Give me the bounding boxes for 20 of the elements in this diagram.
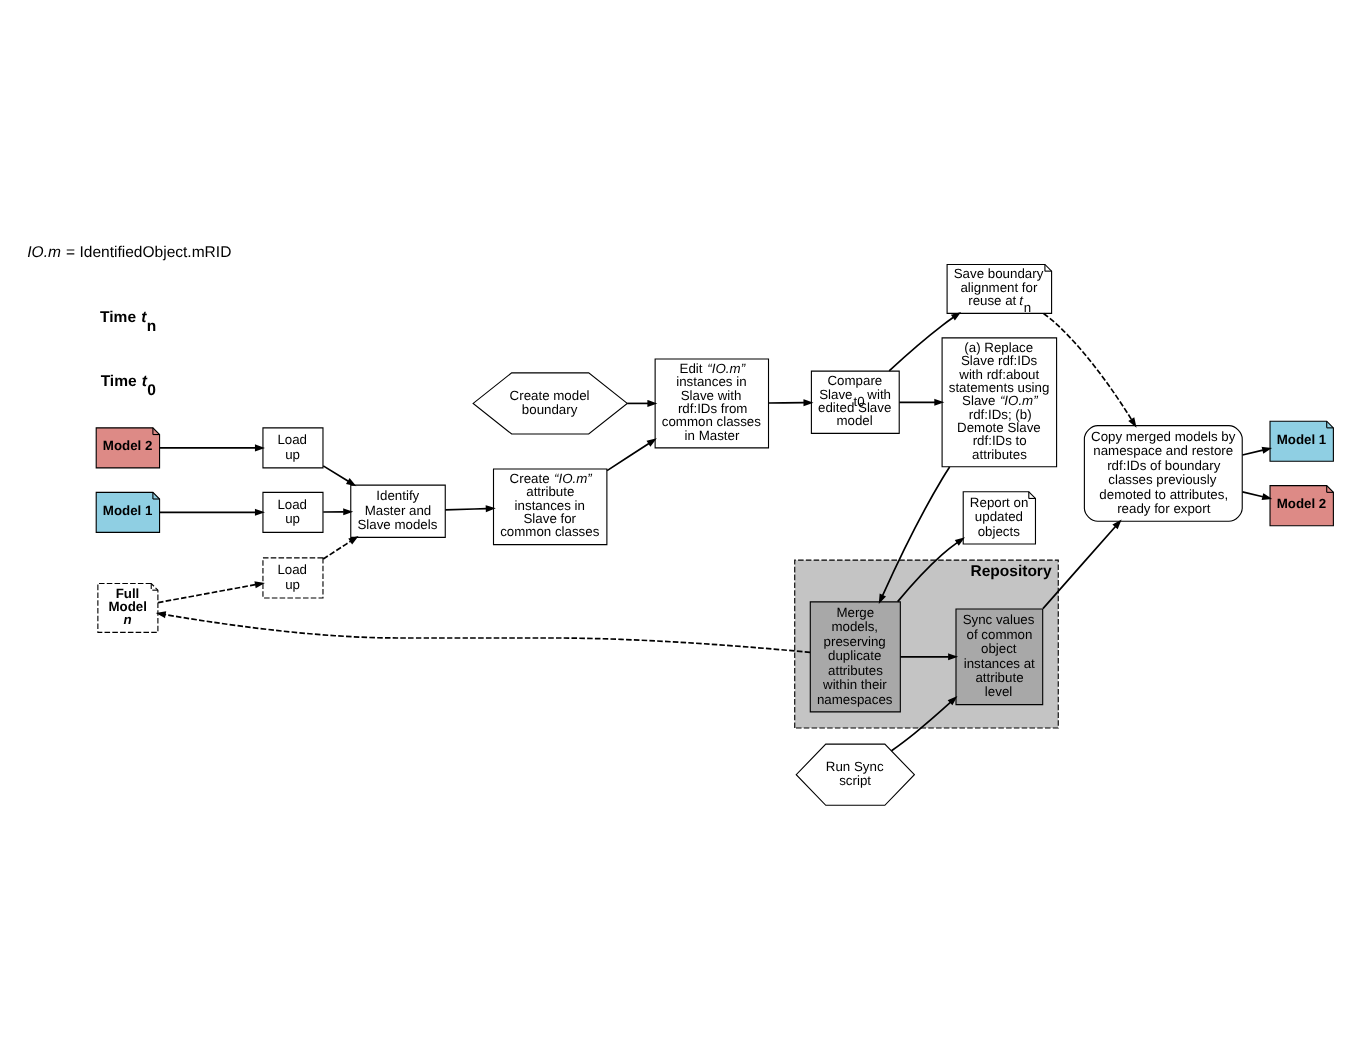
arrow	[322, 464, 357, 486]
arrow	[322, 507, 354, 515]
arrow	[606, 437, 657, 471]
arrow	[767, 398, 814, 406]
arrow	[322, 535, 359, 559]
arrow	[444, 504, 496, 512]
arrow	[626, 398, 658, 406]
arrow	[158, 507, 265, 515]
arrow	[890, 695, 958, 751]
arrow	[898, 397, 945, 405]
arrow	[158, 443, 265, 451]
arrow	[899, 652, 959, 660]
arrow	[878, 465, 951, 604]
arrow	[1241, 490, 1273, 500]
arrow	[888, 311, 962, 371]
arrow	[1241, 445, 1273, 455]
arrow	[155, 610, 811, 653]
arrow	[1042, 311, 1137, 427]
arrow	[157, 580, 265, 603]
arrow	[896, 536, 965, 602]
